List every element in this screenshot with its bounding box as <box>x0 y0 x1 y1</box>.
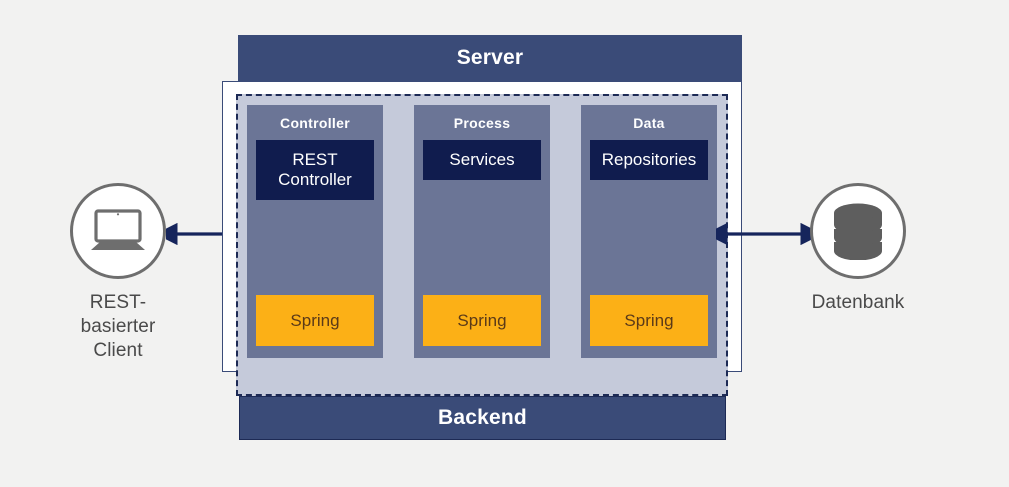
database-node: Datenbank <box>800 183 916 315</box>
framework-spring-process[interactable]: Spring <box>423 295 541 346</box>
framework-spring-controller[interactable]: Spring <box>256 295 374 346</box>
client-node: REST-basierter Client <box>57 183 179 362</box>
column-title-controller: Controller <box>280 115 350 131</box>
column-title-process: Process <box>453 115 511 131</box>
layer-columns: Controller REST Controller Spring Proces… <box>247 105 717 358</box>
client-label: REST-basierter Client <box>80 292 156 361</box>
column-spacer <box>590 180 708 295</box>
column-spacer <box>423 180 541 295</box>
component-rest-controller[interactable]: REST Controller <box>256 140 374 200</box>
database-icon-circle <box>810 183 906 279</box>
client-icon-circle <box>70 183 166 279</box>
column-process[interactable]: Process Services Spring <box>414 105 550 358</box>
server-header-bar: Server <box>238 35 742 81</box>
backend-title: Backend <box>438 406 527 429</box>
column-title-data: Data <box>633 115 665 131</box>
component-services[interactable]: Services <box>423 140 541 180</box>
framework-spring-data[interactable]: Spring <box>590 295 708 346</box>
server-title: Server <box>456 46 524 69</box>
laptop-icon <box>91 209 145 250</box>
component-repositories[interactable]: Repositories <box>590 140 708 180</box>
backend-bar: Backend <box>239 396 726 440</box>
column-data[interactable]: Data Repositories Spring <box>581 105 717 358</box>
server-to-database-arrow <box>716 222 812 246</box>
database-cylinder-icon <box>834 203 882 260</box>
database-label: Datenbank <box>811 292 905 313</box>
column-spacer <box>256 200 374 295</box>
column-controller[interactable]: Controller REST Controller Spring <box>247 105 383 358</box>
